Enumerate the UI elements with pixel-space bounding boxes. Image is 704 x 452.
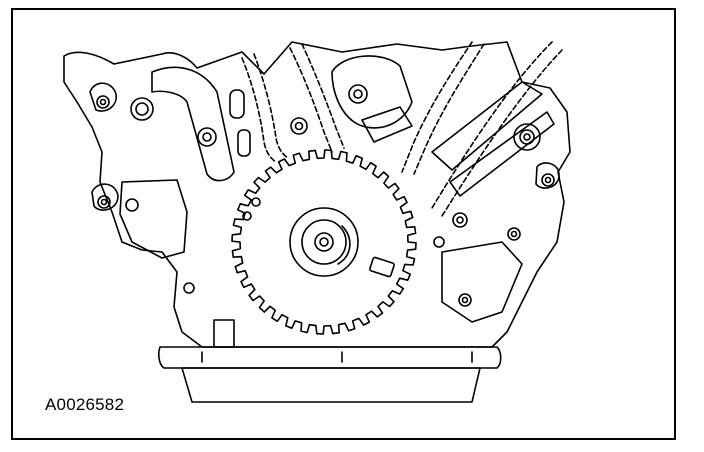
- chain-guide-slot: [237, 129, 251, 157]
- figure-id-label: A0026582: [45, 395, 125, 414]
- crankshaft-sprocket: [231, 149, 417, 335]
- right-small-bolt: [456, 216, 464, 224]
- left-bolt-hole: [183, 282, 195, 294]
- dowel-hole: [294, 121, 304, 131]
- left-bolt-hole: [96, 95, 110, 109]
- right-timing-chain: [401, 41, 473, 173]
- upper-left-bolt-head: [130, 97, 154, 121]
- dowel-hole: [242, 211, 252, 221]
- right-chain-guide: [431, 81, 543, 171]
- crankshaft-bore: [314, 232, 334, 252]
- left-tensioner-arm: [151, 66, 235, 182]
- middle-timing-chain: [289, 47, 333, 153]
- oil-pan-flange: [158, 346, 502, 369]
- upper-left-bolt-head: [135, 102, 149, 116]
- center-guide: [361, 106, 413, 143]
- left-lobe: [89, 82, 117, 112]
- right-inner-cover: [441, 241, 523, 323]
- lower-left-cover: [213, 319, 235, 348]
- dowel-hole: [290, 117, 308, 135]
- left-bolt-hole: [100, 198, 108, 206]
- engine-front-diagram: [63, 41, 571, 403]
- timing-mark-slot: [369, 256, 395, 278]
- right-bolt-hole: [541, 173, 555, 187]
- right-small-bolt: [452, 212, 468, 228]
- engine-block-outline: [63, 41, 571, 348]
- right-small-bolt: [433, 236, 445, 248]
- left-bolt-hole: [125, 198, 139, 212]
- oil-pan-body: [181, 367, 481, 403]
- right-bolt-hole: [544, 176, 552, 184]
- crankshaft-hub: [289, 207, 359, 277]
- right-timing-chain: [413, 43, 485, 175]
- right-bolt-hole: [510, 230, 518, 238]
- far-right-timing-chain: [441, 49, 563, 217]
- right-lobe: [535, 162, 560, 189]
- crankshaft-hub: [301, 219, 347, 265]
- chain-guide-slot: [229, 89, 245, 119]
- right-bolt-hole: [461, 296, 469, 304]
- far-right-timing-chain: [431, 41, 553, 209]
- right-idler-bolt: [513, 123, 541, 151]
- right-idler-bolt: [519, 129, 535, 145]
- left-inner-cover: [119, 179, 188, 259]
- crankshaft-bore: [319, 237, 329, 247]
- left-bolt-hole: [99, 98, 107, 106]
- right-bolt-hole: [458, 293, 472, 307]
- left-timing-chain: [241, 57, 277, 163]
- right-idler-bolt: [523, 133, 531, 141]
- dowel-hole: [251, 197, 261, 207]
- tensioner-bolt: [197, 127, 217, 147]
- center-bolt-head: [353, 89, 363, 99]
- tensioner-bolt: [202, 132, 212, 142]
- upper-center-cover: [331, 55, 413, 129]
- left-lobe: [91, 183, 119, 211]
- left-bolt-hole: [97, 195, 111, 209]
- oil-pan-bolt: [201, 351, 473, 363]
- right-bolt-hole: [507, 227, 521, 241]
- center-bolt-head: [348, 84, 368, 104]
- middle-timing-chain: [301, 43, 345, 149]
- figure-frame: A0026582: [11, 8, 676, 440]
- crankshaft-keyway-arc: [337, 225, 351, 265]
- left-timing-chain: [253, 53, 289, 159]
